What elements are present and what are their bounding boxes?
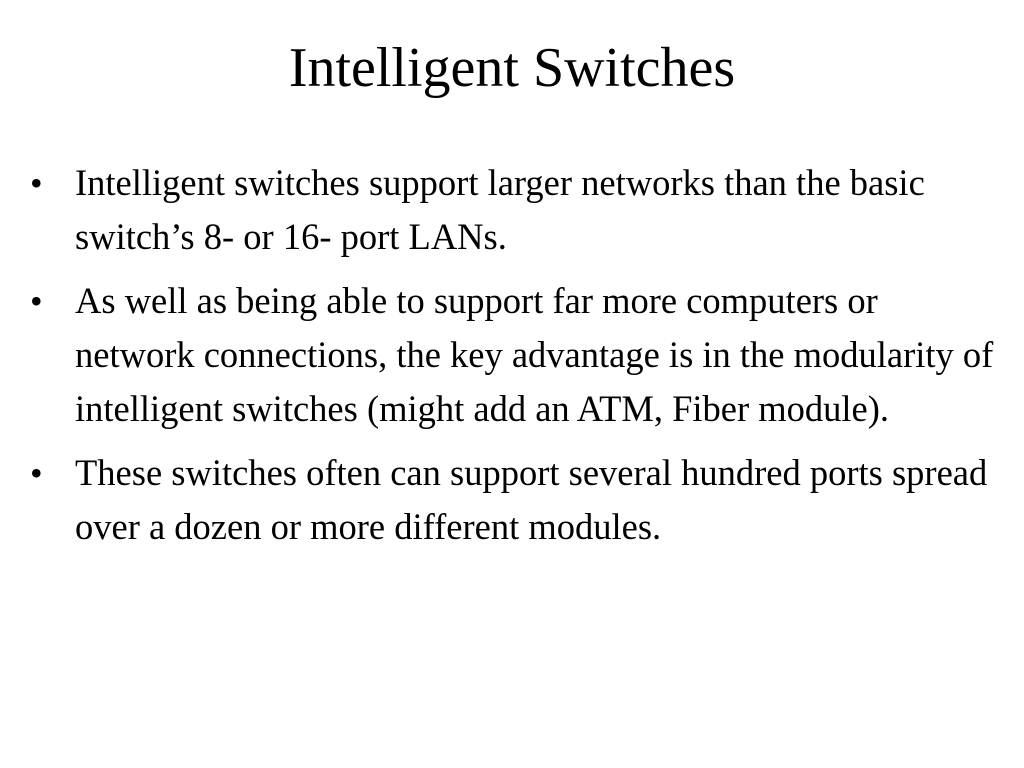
bullet-item: • These switches often can support sever… (30, 446, 995, 554)
bullet-marker-icon: • (30, 453, 43, 493)
bullet-text: These switches often can support several… (75, 452, 988, 547)
bullet-text: As well as being able to support far mor… (75, 280, 994, 429)
bullet-item: • Intelligent switches support larger ne… (30, 156, 995, 264)
bullet-item: • As well as being able to support far m… (30, 274, 995, 436)
bullet-marker-icon: • (30, 281, 43, 321)
bullet-marker-icon: • (30, 163, 43, 203)
bullet-text: Intelligent switches support larger netw… (75, 162, 925, 257)
slide-title: Intelligent Switches (288, 37, 736, 99)
bullet-list: • Intelligent switches support larger ne… (30, 156, 995, 564)
